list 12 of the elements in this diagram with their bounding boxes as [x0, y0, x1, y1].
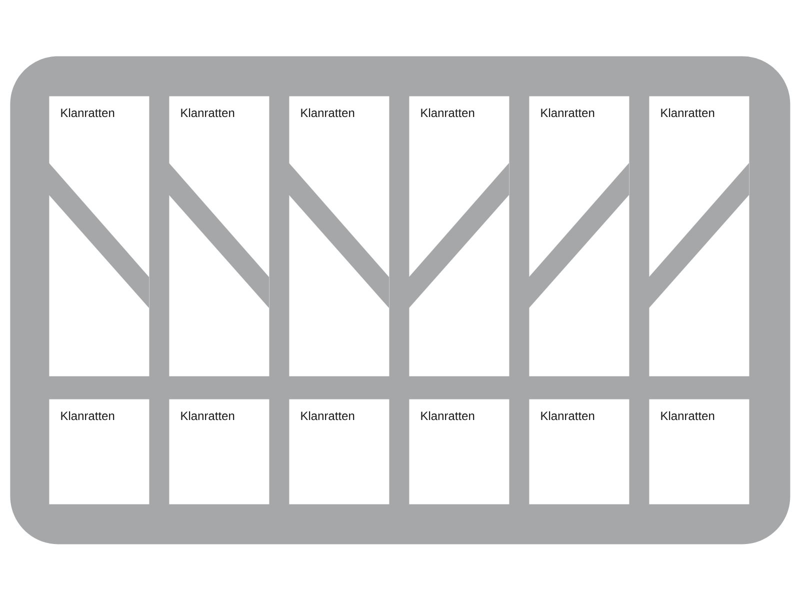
panel-label: Klanratten [301, 411, 354, 420]
panel-label: Klanratten [61, 411, 114, 420]
panel-label: Klanratten [541, 411, 594, 420]
panel-label: Klanratten [421, 108, 474, 118]
panel-label: Klanratten [421, 411, 474, 420]
panel-label: Klanratten [301, 108, 354, 118]
panel-label: Klanratten [661, 411, 714, 420]
panel-label: Klanratten [661, 108, 714, 118]
panel-label: Klanratten [541, 108, 594, 118]
panel-label: Klanratten [181, 411, 234, 420]
panel-label: Klanratten [181, 108, 234, 118]
panel-label: Klanratten [61, 108, 114, 118]
